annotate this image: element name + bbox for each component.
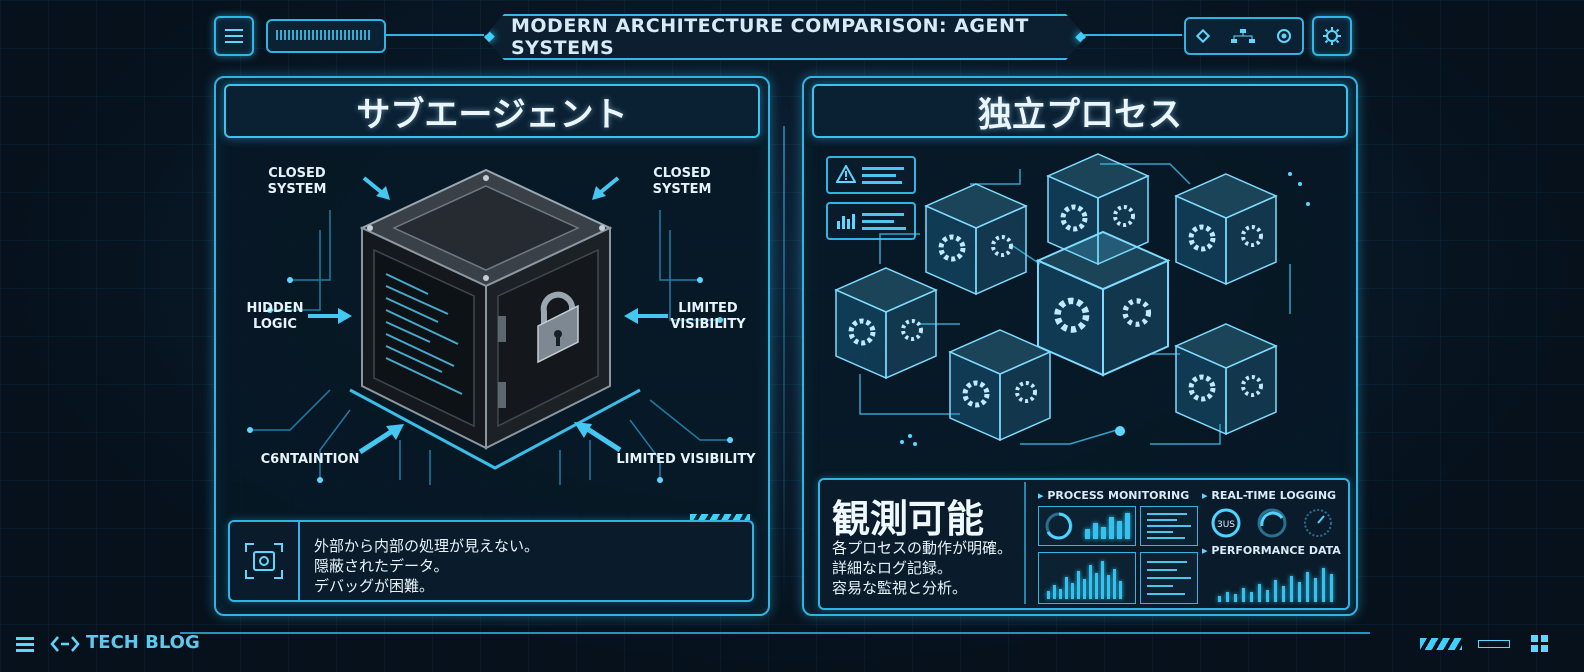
observability-divider bbox=[1024, 482, 1026, 604]
arrow-icon bbox=[592, 176, 620, 200]
subagent-header: サブエージェント bbox=[224, 84, 760, 138]
note-line: デバッグが困難。 bbox=[314, 577, 435, 595]
process-monitoring-label: PROCESS MONITORING bbox=[1047, 489, 1190, 502]
performance-chart bbox=[1204, 562, 1342, 602]
node-icon[interactable] bbox=[1196, 29, 1210, 43]
header-line-right bbox=[1082, 34, 1182, 36]
gauge-value: 3US bbox=[1217, 520, 1235, 530]
note-line: 各プロセスの動作が明確。 bbox=[832, 539, 1013, 557]
warning-card bbox=[826, 156, 916, 194]
observability-box: 観測可能 各プロセスの動作が明確。 詳細なログ記録。 容易な監視と分析。 ▸ P… bbox=[818, 478, 1350, 610]
footer-brand[interactable]: TECH BLOG bbox=[86, 632, 200, 653]
camera-target-icon bbox=[245, 543, 283, 579]
arrow-icon bbox=[624, 308, 668, 324]
observable-note-text: 各プロセスの動作が明確。 詳細なログ記録。 容易な監視と分析。 bbox=[832, 538, 1012, 598]
closed-cube bbox=[359, 168, 613, 450]
note-line: 詳細なログ記録。 bbox=[832, 559, 953, 577]
log-widget bbox=[1140, 506, 1198, 546]
label-limited-line1: LIMITED bbox=[678, 301, 738, 316]
label-containtion: C6NTAINTION bbox=[260, 452, 360, 467]
independent-process-header: 独立プロセス bbox=[812, 84, 1348, 138]
record-icon[interactable] bbox=[1276, 28, 1292, 44]
header-icon-group bbox=[1184, 17, 1304, 55]
circuit-traces-left bbox=[247, 210, 733, 485]
bar-chart-icon bbox=[837, 214, 855, 229]
progress-strip bbox=[266, 19, 386, 53]
grid-icon[interactable] bbox=[1530, 634, 1550, 654]
label-limited-visibility-bottom: LIMITED VISIBILITY bbox=[616, 452, 756, 467]
realtime-logging-title: ▸ REAL-TIME LOGGING bbox=[1202, 489, 1337, 502]
gauge-icon bbox=[1045, 512, 1073, 540]
subagent-note-text: 外部から内部の処理が見えない。 隠蔽されたデータ。 デバッグが困難。 bbox=[314, 536, 539, 596]
process-network bbox=[820, 144, 1310, 446]
progress-ticks bbox=[276, 30, 372, 40]
note-deco-stripes bbox=[690, 514, 750, 520]
arrow-icon bbox=[574, 422, 622, 453]
arrow-icon bbox=[358, 424, 404, 455]
note-icon-cell bbox=[230, 522, 300, 600]
histogram-widget bbox=[1038, 552, 1136, 604]
footer-deco-slot bbox=[1478, 640, 1510, 648]
gear-icon bbox=[1323, 27, 1341, 45]
performance-data-title: ▸ PERFORMANCE DATA bbox=[1202, 544, 1341, 557]
hamburger-icon bbox=[225, 29, 243, 43]
log-widget-2 bbox=[1140, 552, 1198, 604]
footer-deco-stripes bbox=[1420, 638, 1462, 650]
list-icon[interactable] bbox=[16, 636, 34, 652]
arrow-icon bbox=[308, 308, 352, 324]
page-title: MODERN ARCHITECTURE COMPARISON: AGENT SY… bbox=[510, 15, 1029, 59]
menu-button[interactable] bbox=[214, 16, 254, 56]
observable-title: 観測可能 bbox=[832, 497, 985, 541]
header-line-left bbox=[384, 34, 484, 36]
note-line: 容易な監視と分析。 bbox=[832, 579, 968, 597]
note-line: 隠蔽されたデータ。 bbox=[314, 557, 449, 575]
subagent-note: 外部から内部の処理が見えない。 隠蔽されたデータ。 デバッグが困難。 bbox=[228, 514, 754, 602]
center-divider bbox=[783, 126, 785, 606]
settings-button[interactable] bbox=[1312, 16, 1352, 56]
gauge-widget bbox=[1038, 506, 1136, 546]
warning-icon bbox=[836, 165, 856, 183]
label-closed-system-left: CLOSED SYSTEM bbox=[267, 166, 327, 197]
padlock-icon bbox=[537, 291, 579, 364]
process-monitoring-title: ▸ PROCESS MONITORING bbox=[1038, 489, 1190, 502]
logging-gauges: 3US bbox=[1211, 508, 1332, 538]
subagent-title: サブエージェント bbox=[356, 94, 628, 135]
header-title-plate: MODERN ARCHITECTURE COMPARISON: AGENT SY… bbox=[484, 14, 1086, 60]
label-hidden-line2: LOGIC bbox=[253, 317, 297, 332]
footer-bar: TECH BLOG bbox=[0, 626, 1584, 672]
code-brackets-icon bbox=[50, 636, 80, 652]
independent-process-title: 独立プロセス bbox=[978, 94, 1182, 135]
label-hidden-line1: HIDDEN bbox=[246, 301, 304, 316]
note-line: 外部から内部の処理が見えない。 bbox=[314, 537, 540, 555]
performance-data-label: PERFORMANCE DATA bbox=[1211, 544, 1341, 557]
label-closed-system-right: CLOSED SYSTEM bbox=[652, 166, 712, 197]
label-limited-line2: VISIBILITY bbox=[670, 317, 746, 332]
network-icon[interactable] bbox=[1230, 28, 1256, 44]
realtime-logging-label: REAL-TIME LOGGING bbox=[1211, 489, 1337, 502]
arrow-icon bbox=[362, 176, 390, 200]
